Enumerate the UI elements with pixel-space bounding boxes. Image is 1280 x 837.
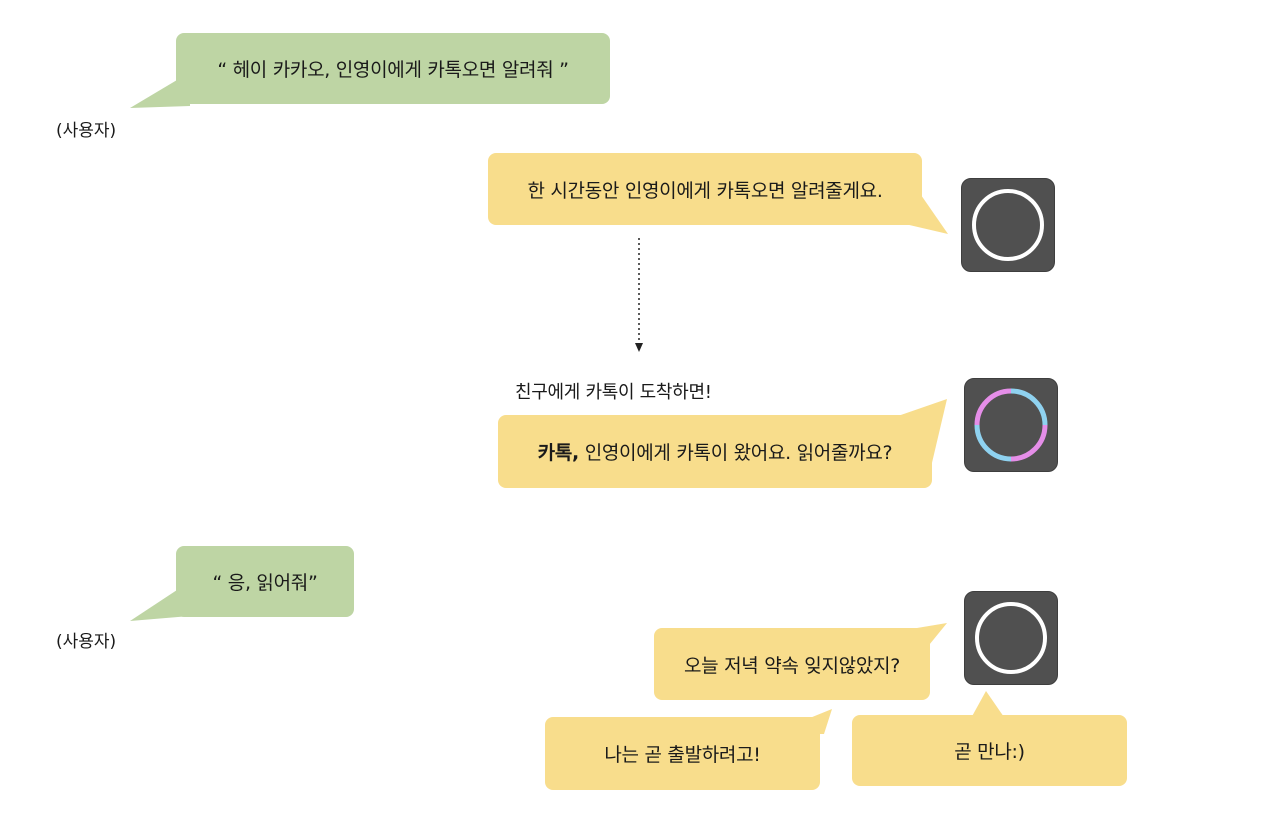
speaker-idle-icon (975, 602, 1047, 674)
speaker-device-2 (964, 378, 1058, 472)
user-reply-text: “ 응, 읽어줘” (212, 572, 318, 594)
flow-arrow (635, 238, 643, 352)
user-label-2: (사용자) (56, 632, 117, 652)
user-label-1: (사용자) (56, 121, 117, 141)
speaker-active-icon (974, 388, 1048, 462)
speaker-idle-icon (972, 189, 1044, 261)
speaker-device-3 (964, 591, 1058, 685)
user-command-tail (130, 80, 190, 108)
user-reply-bubble: “ 응, 읽어줘” (176, 546, 354, 617)
speaker-device-1 (961, 178, 1055, 272)
message-read-2-text: 나는 곧 출발하려고! (604, 744, 761, 766)
message-read-text: 오늘 저녁 약속 잊지않았지? (684, 654, 900, 677)
message-read-2-bubble: 나는 곧 출발하려고! (545, 717, 820, 790)
speaker-notify-bold: 카톡, (537, 442, 580, 464)
user-command-bubble: “ 헤이 카카오, 인영이에게 카톡오면 알려줘 ” (176, 33, 610, 104)
user-command-text: “ 헤이 카카오, 인영이에게 카톡오면 알려줘 ” (217, 59, 569, 81)
speaker-notify-text: 카톡, 인영이에게 카톡이 왔어요. 읽어줄까요? (538, 438, 893, 465)
speaker-notify-bubble: 카톡, 인영이에게 카톡이 왔어요. 읽어줄까요? (498, 415, 932, 488)
trigger-note: 친구에게 카톡이 도착하면! (515, 382, 712, 403)
message-read-bubble: 오늘 저녁 약속 잊지않았지? (654, 628, 930, 700)
speaker-closing-tail (970, 691, 1006, 720)
speaker-reply-1-bubble: 한 시간동안 인영이에게 카톡오면 알려줄게요. (488, 153, 922, 225)
speaker-notify-rest: 인영이에게 카톡이 왔어요. 읽어줄까요? (578, 442, 893, 464)
speaker-closing-bubble: 곧 만나:) (852, 715, 1127, 786)
speaker-reply-1-text: 한 시간동안 인영이에게 카톡오면 알려줄게요. (527, 179, 883, 202)
user-reply-tail (130, 590, 190, 621)
speaker-closing-text: 곧 만나:) (954, 741, 1025, 763)
